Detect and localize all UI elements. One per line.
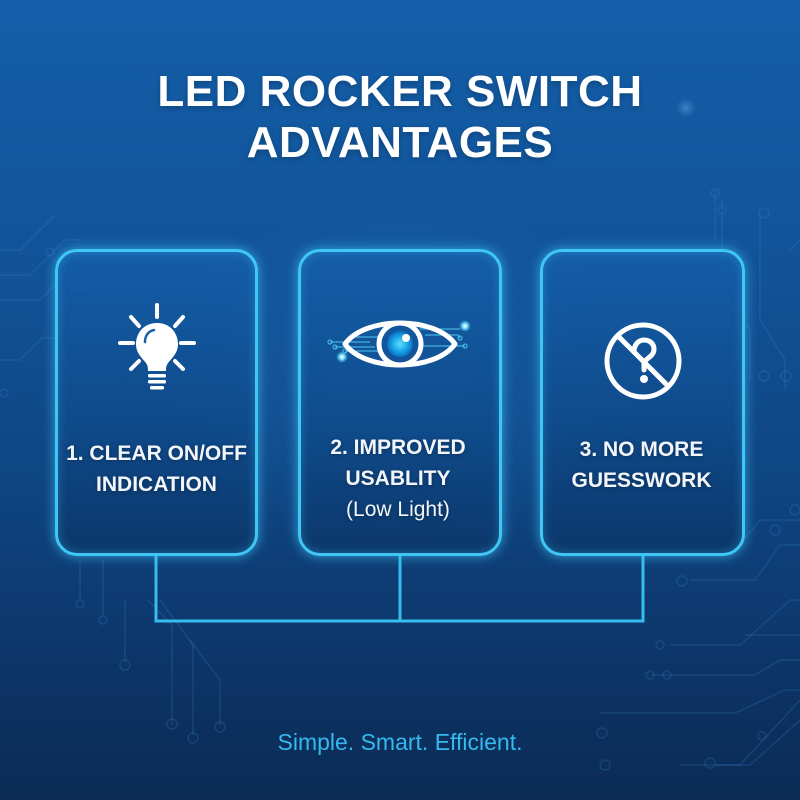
card-label-sub: (Low Light): [346, 498, 450, 521]
advantage-card-no-guesswork: 3. NO MORE GUESSWORK: [540, 249, 745, 556]
card-label-line-2: GUESSWORK: [571, 469, 712, 492]
card-label-line-1: 2. IMPROVED: [330, 436, 466, 459]
card-label: 3. NO MORE GUESSWORK: [541, 434, 742, 496]
card-label-line-1: 3. NO MORE: [579, 438, 704, 461]
card-label-line-2: INDICATION: [96, 473, 217, 496]
card-label-line-2: USABLITY: [345, 467, 451, 490]
lightbulb-icon: [107, 297, 207, 397]
title-line-1: LED ROCKER SWITCH: [157, 67, 643, 116]
card-label: 1. CLEAR ON/OFF INDICATION: [52, 438, 261, 500]
no-question-icon: [598, 316, 688, 406]
tagline: Simple. Smart. Efficient.: [277, 729, 523, 755]
card-label-line-1: 1. CLEAR ON/OFF: [66, 442, 247, 465]
card-label: 2. IMPROVED USABLITY (Low Light): [297, 432, 499, 525]
eye-icon: [325, 304, 475, 384]
title-line-2: ADVANTAGES: [246, 118, 554, 167]
advantage-card-clear-indication: 1. CLEAR ON/OFF INDICATION: [55, 249, 258, 556]
page-title: LED ROCKER SWITCH ADVANTAGES: [0, 66, 800, 168]
advantage-card-improved-usability: 2. IMPROVED USABLITY (Low Light): [298, 249, 502, 556]
